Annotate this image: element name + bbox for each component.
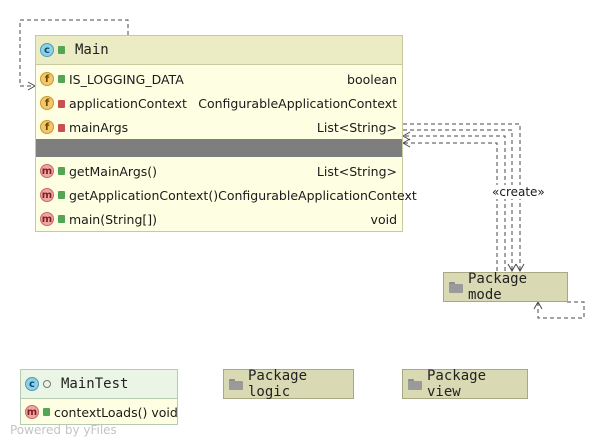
create-edge-4 [401, 138, 498, 271]
method-icon: m [40, 164, 54, 178]
method-name: getApplicationContext() [69, 187, 219, 203]
public-visibility-icon [58, 75, 65, 83]
method-return-type: void [370, 211, 397, 227]
field-type: List<String> [316, 119, 397, 135]
method-name: contextLoads() [54, 404, 148, 420]
package-visibility-icon [43, 380, 51, 388]
method-return-type: List<String> [316, 163, 397, 179]
package-name: Package logic [248, 368, 308, 400]
field-name: mainArgs [69, 119, 129, 135]
private-lock-icon [58, 124, 65, 132]
public-visibility-icon [58, 46, 65, 54]
class-name: Main [75, 42, 109, 58]
test-method-icon: m [25, 405, 39, 419]
public-visibility-icon [58, 215, 65, 223]
private-lock-icon [58, 100, 65, 108]
field-icon: f [40, 96, 54, 110]
field-icon: f [40, 120, 54, 134]
method-row[interactable]: m contextLoads() void [21, 400, 178, 424]
method-row[interactable]: m getMainArgs() List<String> [36, 159, 402, 183]
class-icon: c [40, 43, 54, 57]
create-edge-1 [403, 123, 525, 273]
field-type: boolean [347, 71, 397, 87]
maintest-class-box[interactable]: c MainTest m contextLoads() void [20, 369, 178, 425]
watermark: Powered by yFiles [10, 423, 117, 437]
method-icon: m [40, 188, 54, 202]
public-visibility-icon [58, 167, 65, 175]
main-self-loop-edge [19, 19, 129, 91]
method-return-type: ConfigurableApplicationContext [218, 187, 417, 203]
class-name: MainTest [61, 376, 129, 392]
constructor-section-separator [36, 139, 402, 157]
field-row[interactable]: f IS_LOGGING_DATA boolean [36, 67, 402, 91]
package-name: Package mode [468, 271, 528, 303]
folder-icon [449, 281, 463, 293]
field-row[interactable]: f mainArgs List<String> [36, 115, 402, 139]
maintest-class-header: c MainTest [21, 370, 177, 399]
main-class-box[interactable]: c Main f IS_LOGGING_DATA boolean f appli… [35, 35, 417, 232]
package-mode-node[interactable]: Package mode [443, 271, 568, 303]
public-visibility-icon [43, 408, 50, 416]
class-icon: c [25, 377, 39, 391]
package-name: Package view [427, 368, 487, 400]
package-mode-self-loop-edge [533, 300, 585, 319]
method-name: getMainArgs() [69, 163, 158, 179]
field-row[interactable]: f applicationContext ConfigurableApplica… [36, 91, 402, 115]
create-edge-2 [403, 129, 517, 273]
method-row[interactable]: m getApplicationContext() ConfigurableAp… [36, 183, 417, 207]
create-edge-3 [401, 131, 506, 271]
method-icon: m [40, 212, 54, 226]
package-logic-node[interactable]: Package logic [223, 368, 354, 400]
create-edge-label: «create» [491, 185, 546, 199]
package-view-node[interactable]: Package view [402, 368, 528, 400]
field-type: ConfigurableApplicationContext [198, 95, 397, 111]
field-name: IS_LOGGING_DATA [69, 71, 184, 87]
main-class-header: c Main [36, 36, 402, 65]
field-name: applicationContext [69, 95, 187, 111]
method-name: main(String[]) [69, 211, 158, 227]
folder-icon [229, 378, 243, 390]
field-icon: f [40, 72, 54, 86]
public-visibility-icon [58, 191, 65, 199]
method-return-type: void [151, 404, 178, 420]
folder-icon [408, 378, 422, 390]
method-row[interactable]: m main(String[]) void [36, 207, 402, 231]
